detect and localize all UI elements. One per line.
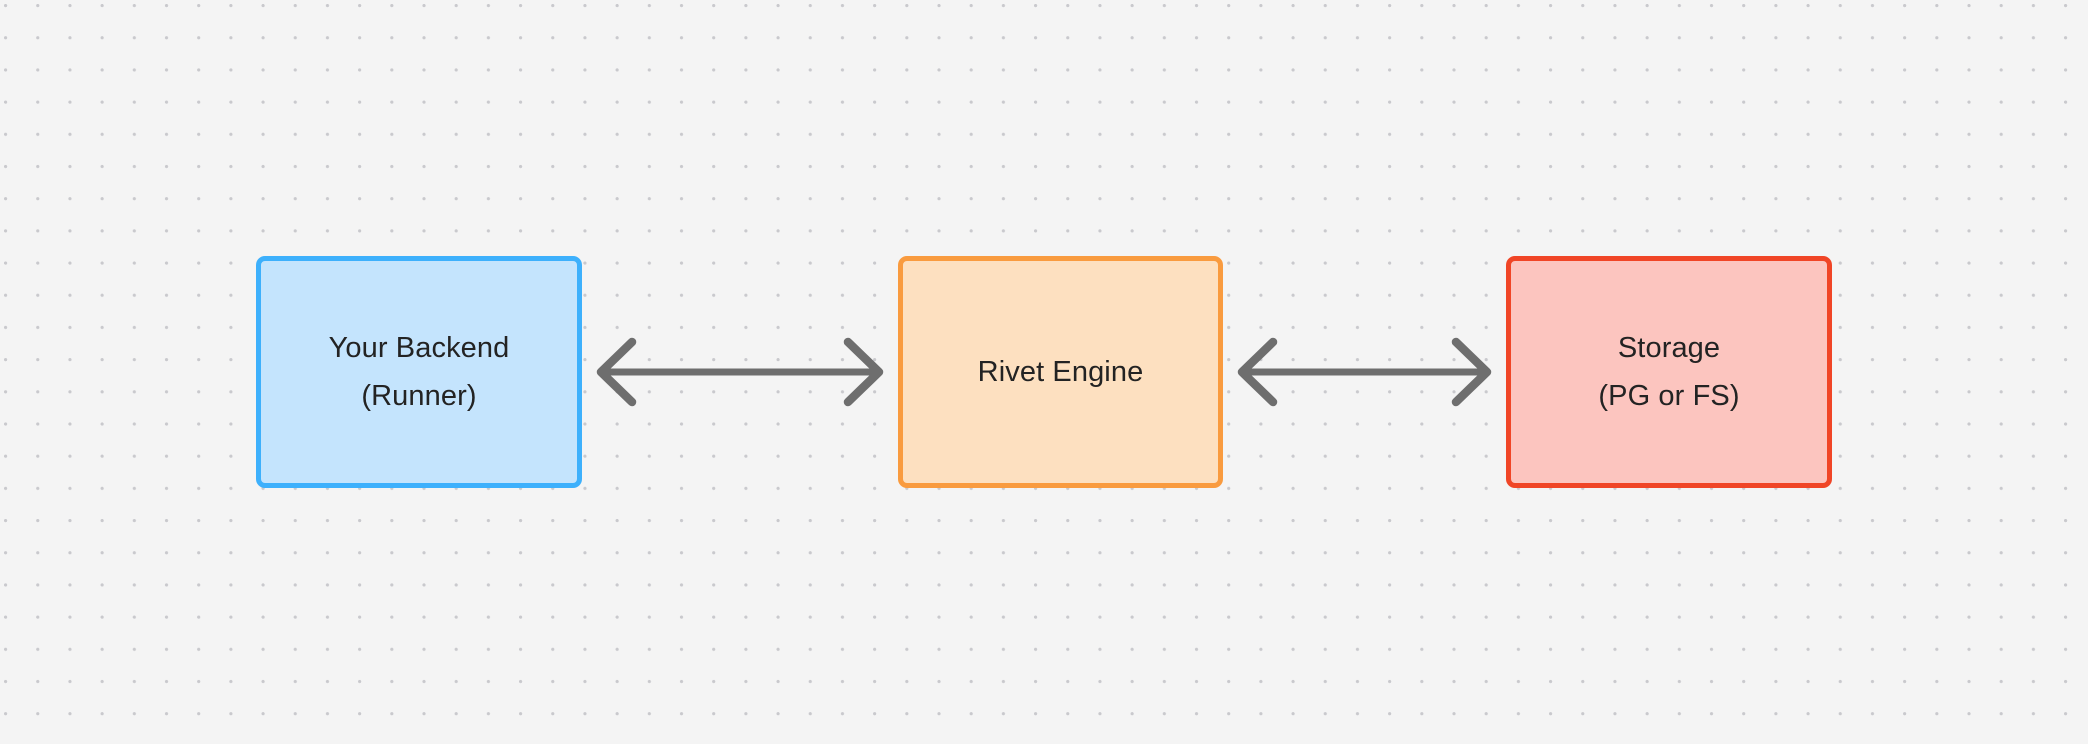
arrowhead-right-icon — [1451, 337, 1492, 407]
edge-engine-storage[interactable] — [1237, 337, 1492, 407]
node-label-line-1: Your Backend — [328, 332, 510, 364]
node-label-line-2: (PG or FS) — [1598, 380, 1740, 412]
node-label-line-1: Storage — [1617, 332, 1721, 364]
node-label-line-2: (Runner) — [361, 380, 477, 412]
arrowhead-left-icon — [596, 337, 637, 407]
arrowhead-left-icon — [1237, 337, 1278, 407]
node-your-backend[interactable]: Your Backend (Runner) — [256, 256, 582, 488]
edge-backend-engine[interactable] — [596, 337, 884, 407]
node-rivet-engine[interactable]: Rivet Engine — [898, 256, 1223, 488]
node-storage[interactable]: Storage (PG or FS) — [1506, 256, 1832, 488]
arrowhead-right-icon — [843, 337, 884, 407]
node-label-line-1: Rivet Engine — [977, 356, 1144, 388]
